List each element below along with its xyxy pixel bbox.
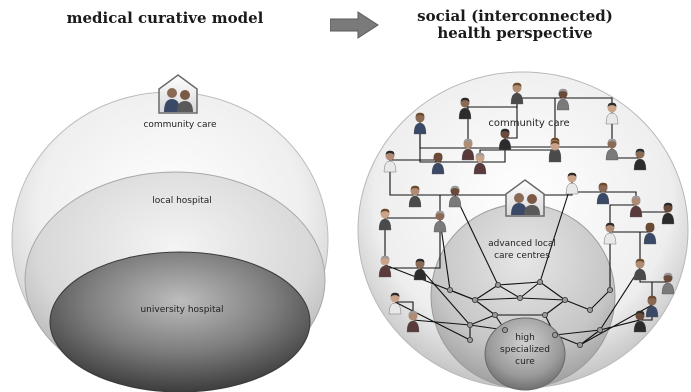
right-outer-label: community care [488, 118, 569, 129]
person-icon [408, 185, 422, 208]
network-node-icon [552, 331, 559, 338]
left-inner-sphere [49, 251, 311, 392]
network-node-icon [471, 296, 478, 303]
network-line [474, 297, 521, 301]
right-core-label-line1: high [515, 333, 535, 343]
network-node-icon [577, 341, 584, 348]
network-node-icon [501, 326, 508, 333]
network-line [474, 299, 496, 316]
right-core-label-line2: specialized [500, 345, 550, 355]
right-title-line1: social (interconnected) [417, 7, 613, 25]
person-icon [388, 292, 402, 315]
network-node-icon [466, 336, 473, 343]
person-icon [458, 97, 472, 120]
network-line [420, 220, 441, 269]
network-line [539, 181, 573, 283]
left-house-family-icon [158, 74, 198, 114]
person-icon [633, 258, 647, 281]
network-node-icon [597, 326, 604, 333]
right-arrow-icon [330, 11, 379, 39]
person-icon [645, 295, 659, 318]
person-icon [556, 88, 570, 111]
network-line [564, 299, 591, 311]
network-line [579, 329, 601, 346]
person-icon [661, 272, 675, 295]
network-line [539, 281, 566, 301]
network-node-icon [466, 321, 473, 328]
person-icon [605, 102, 619, 125]
network-node-icon [562, 296, 569, 303]
network-line [384, 264, 476, 301]
network-line [589, 289, 611, 311]
person-icon [406, 310, 420, 333]
left-middle-label: local hospital [152, 196, 212, 206]
person-icon [413, 112, 427, 135]
network-line [454, 194, 499, 286]
person-icon [643, 222, 657, 245]
person-icon [661, 202, 675, 225]
person-icon [433, 210, 447, 233]
network-line [519, 297, 566, 301]
network-node-icon [607, 286, 614, 293]
network-line [497, 281, 541, 286]
network-line [544, 299, 566, 316]
network-line [394, 301, 471, 341]
network-line [599, 319, 641, 331]
network-node-icon [587, 306, 594, 313]
person-icon [448, 185, 462, 208]
left-title: medical curative model [66, 9, 264, 27]
network-line [554, 329, 601, 336]
network-line [497, 284, 521, 299]
network-node-icon [542, 311, 549, 318]
person-icon [378, 208, 392, 231]
person-icon [603, 222, 617, 245]
right-core-sphere [484, 317, 566, 391]
person-icon [596, 182, 610, 205]
person-icon [431, 152, 445, 175]
left-inner-label: university hospital [140, 305, 223, 315]
person-icon [473, 152, 487, 175]
person-icon [383, 150, 397, 173]
network-nodes [446, 278, 614, 348]
network-node-icon [446, 286, 453, 293]
person-icon [548, 140, 562, 163]
network-node-icon [491, 311, 498, 318]
network-line [419, 267, 471, 326]
right-house-family-icon [505, 179, 545, 217]
person-icon [498, 128, 512, 151]
people-layer [378, 82, 675, 333]
network-node-icon [537, 278, 544, 285]
person-icon [461, 138, 475, 161]
right-core-label-line3: cure [515, 357, 535, 367]
network-line [412, 319, 471, 326]
left-model: community care local hospital university… [11, 74, 329, 392]
right-model: community care advanced local care centr… [357, 71, 689, 391]
person-icon [633, 148, 647, 171]
network-line [474, 284, 499, 301]
right-middle-label-line1: advanced local [488, 239, 556, 249]
person-icon [510, 82, 524, 105]
left-outer-label: community care [143, 120, 217, 130]
network-line [599, 267, 641, 331]
right-title: social (interconnected) health perspecti… [390, 8, 640, 41]
network-line [519, 281, 541, 299]
network-line [419, 122, 438, 163]
person-icon [629, 195, 643, 218]
person-icon [565, 172, 579, 195]
network-node-icon [517, 294, 524, 301]
network-line [469, 314, 496, 326]
network-line [505, 92, 518, 139]
right-title-line2: health perspective [437, 23, 593, 42]
person-icon [605, 138, 619, 161]
person-icon [413, 258, 427, 281]
network-line [554, 97, 563, 147]
network-line [639, 231, 650, 268]
right-middle-label-line2: care centres [494, 251, 550, 261]
person-icon [378, 255, 392, 278]
network-node-icon [494, 281, 501, 288]
person-icon [633, 310, 647, 333]
